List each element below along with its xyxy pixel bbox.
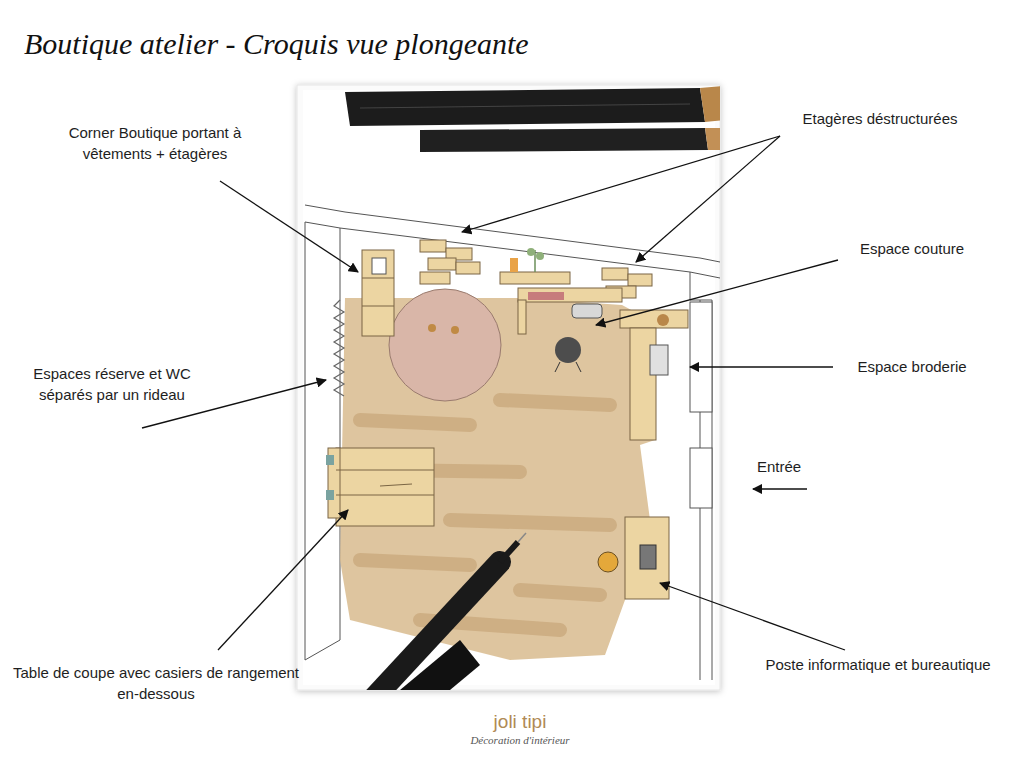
leader-arrow	[596, 260, 838, 325]
leader-arrow	[660, 583, 845, 650]
callout-label: Entrée	[739, 456, 819, 477]
rug-items	[428, 324, 459, 334]
leader-arrow	[636, 136, 780, 262]
photo-frame	[297, 85, 720, 690]
leader-arrow	[220, 181, 358, 272]
sketch	[303, 86, 720, 690]
windows	[690, 302, 712, 508]
callout-label: Etagères déstructurées	[780, 108, 980, 129]
leader-arrow	[690, 366, 833, 367]
callout-label: Espaces réserve et WC séparés par un rid…	[22, 363, 202, 405]
leader-arrow	[462, 136, 780, 232]
callout-label: Poste informatique et bureautique	[743, 654, 1013, 675]
curtain	[334, 300, 344, 396]
pen	[372, 533, 526, 690]
brand-mark: Décoration d'intérieur	[440, 733, 600, 747]
callout-label: Espace broderie	[837, 356, 987, 377]
markers	[345, 86, 720, 152]
round-rug	[389, 289, 501, 401]
callout-label: Table de coupe avec casiers de rangement…	[11, 662, 301, 704]
walls	[305, 205, 720, 680]
callout-label: Espace couture	[837, 238, 987, 259]
callout-label: Corner Boutique portant à vêtements + ét…	[35, 122, 275, 164]
brand-mark: joli tipi	[460, 710, 580, 734]
shelf-details	[336, 278, 434, 495]
shelves	[328, 240, 688, 599]
objects	[326, 248, 669, 572]
leader-arrow	[218, 510, 348, 650]
leader-arrow	[753, 488, 807, 489]
leader-arrows	[142, 136, 845, 650]
page-title: Boutique atelier - Croquis vue plongeant…	[24, 26, 529, 62]
